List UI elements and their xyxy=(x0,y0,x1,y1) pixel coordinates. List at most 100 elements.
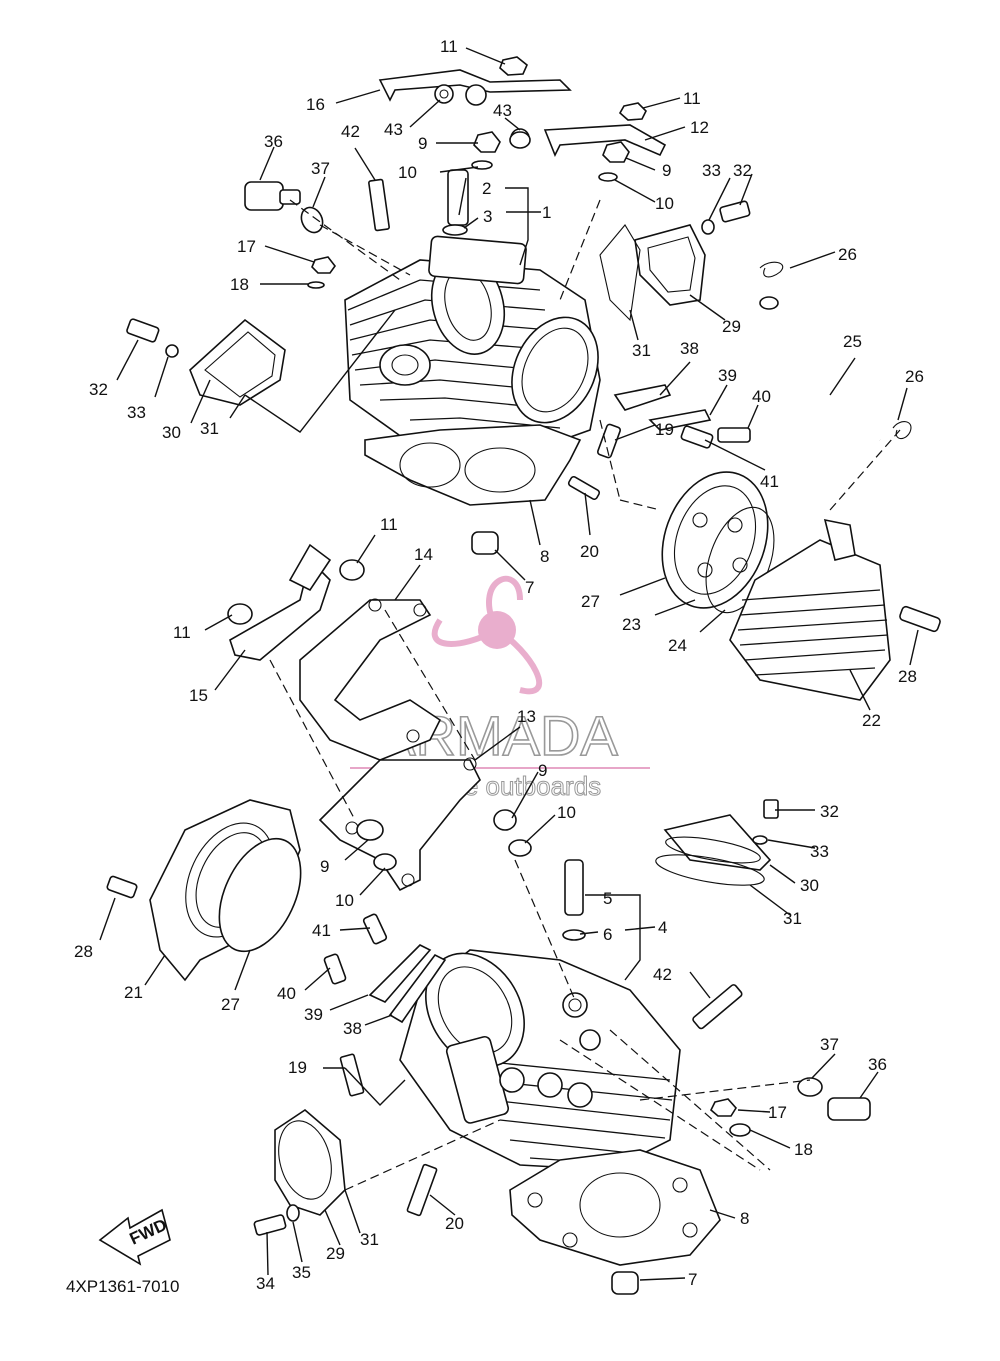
callout: 37 xyxy=(311,159,330,178)
callout: 33 xyxy=(702,161,721,180)
head-gasket-lower xyxy=(509,1149,721,1266)
callout: 11 xyxy=(440,37,458,56)
valve-cover-29-upper xyxy=(634,224,706,306)
bolt-28-right xyxy=(899,605,941,633)
callout: 26 xyxy=(905,367,924,386)
callout: 42 xyxy=(653,965,672,984)
head-gasket-upper xyxy=(364,424,582,506)
callout: 10 xyxy=(335,891,354,910)
stud-20-upper xyxy=(567,475,601,501)
valve-guide-upper xyxy=(447,169,469,226)
dowel-pin-lower xyxy=(611,1271,639,1295)
callout: 11 xyxy=(173,623,191,642)
callout: 35 xyxy=(292,1263,311,1282)
callout: 9 xyxy=(538,761,547,780)
nut-9-right xyxy=(602,141,630,163)
callout: 8 xyxy=(540,547,549,566)
callout: 11 xyxy=(683,89,701,108)
bracket-14 xyxy=(299,599,442,761)
front-cylinder-head xyxy=(399,949,681,1171)
nut-11-mid xyxy=(339,559,365,581)
callout: 18 xyxy=(230,275,249,294)
bolt-32-upper-right xyxy=(719,200,751,223)
callout: 29 xyxy=(326,1244,345,1263)
callout: 28 xyxy=(74,942,93,961)
cylinder-cover-22 xyxy=(729,518,891,701)
bolt-32-lower xyxy=(763,799,779,819)
seal-ring-upper xyxy=(661,471,769,609)
callout: 36 xyxy=(264,132,283,151)
callout: 20 xyxy=(445,1214,464,1233)
bolt-36-lower xyxy=(827,1097,871,1121)
callout: 10 xyxy=(398,163,417,182)
callout: 6 xyxy=(603,925,612,944)
bolt-19-upper xyxy=(596,423,622,459)
bolt-28-lower xyxy=(106,875,138,899)
callout: 1 xyxy=(542,203,551,222)
callout: 9 xyxy=(662,161,671,180)
callout: 26 xyxy=(838,245,857,264)
callout: 14 xyxy=(414,545,433,564)
part-callouts: 11 16 43 43 11 12 9 10 9 10 2 3 1 42 37 … xyxy=(74,37,924,1293)
callout: 3 xyxy=(483,207,492,226)
bracket-38-lower xyxy=(388,953,447,1024)
callout: 31 xyxy=(200,419,219,438)
callout: 8 xyxy=(740,1209,749,1228)
callout: 2 xyxy=(482,179,491,198)
side-cover-21 xyxy=(149,799,302,982)
bolt-41-upper xyxy=(680,425,714,449)
stud-20-lower xyxy=(406,1163,438,1217)
callout: 29 xyxy=(722,317,741,336)
callout: 23 xyxy=(622,615,641,634)
callout: 37 xyxy=(820,1035,839,1054)
callout: 24 xyxy=(668,636,687,655)
bolt-40-upper xyxy=(717,427,751,443)
fwd-arrow: FWD xyxy=(98,1208,171,1266)
callout: 43 xyxy=(493,101,512,120)
callout: 39 xyxy=(718,366,737,385)
gasket-31-lower xyxy=(655,854,765,886)
callout: 28 xyxy=(898,667,917,686)
gasket-31-upper xyxy=(599,224,641,322)
assembly-lines xyxy=(269,199,901,1191)
callout: 41 xyxy=(760,472,779,491)
callout: 43 xyxy=(384,120,403,139)
callout: 32 xyxy=(89,380,108,399)
nut-11-left xyxy=(227,603,253,625)
nut-9-left xyxy=(473,131,501,153)
callout: 40 xyxy=(752,387,771,406)
nut-17-lower xyxy=(710,1098,737,1117)
callout: 38 xyxy=(680,339,699,358)
callout: 7 xyxy=(525,578,534,597)
callout: 32 xyxy=(733,161,752,180)
dowel-pin-upper xyxy=(471,531,499,555)
callout: 33 xyxy=(127,403,146,422)
bolt-40-lower xyxy=(323,953,347,985)
callout: 31 xyxy=(360,1230,379,1249)
callout: 7 xyxy=(688,1270,697,1289)
valve-cover-lower xyxy=(274,1108,346,1216)
bracket-39-upper xyxy=(648,409,712,431)
callout: 31 xyxy=(632,341,651,360)
callout: 17 xyxy=(768,1103,787,1122)
bolt-34 xyxy=(253,1214,287,1236)
callout: 36 xyxy=(868,1055,887,1074)
callout: 4 xyxy=(658,918,667,937)
callout: 41 xyxy=(312,921,331,940)
valve-guide-lower xyxy=(564,859,584,916)
bolt-36-upper xyxy=(244,181,284,211)
callout: 10 xyxy=(655,194,674,213)
valve-cover-upper xyxy=(189,318,286,406)
rear-cylinder-head xyxy=(344,235,601,456)
bolt-41-lower xyxy=(362,913,388,945)
engine-brackets xyxy=(229,543,532,892)
callout: 27 xyxy=(581,592,600,611)
callout: 32 xyxy=(820,802,839,821)
callout: 39 xyxy=(304,1005,323,1024)
callout: 25 xyxy=(843,332,862,351)
callout: 40 xyxy=(277,984,296,1003)
nut-11-top xyxy=(499,56,528,76)
watermark-logo xyxy=(431,575,543,695)
